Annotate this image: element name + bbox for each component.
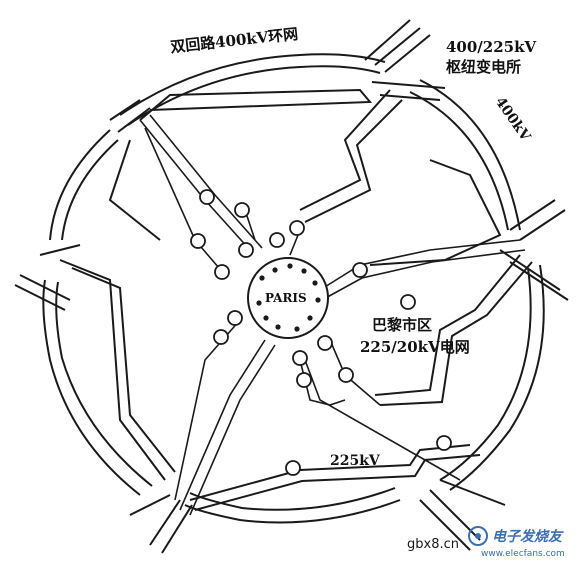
substation-ties bbox=[14, 19, 569, 554]
node bbox=[234, 202, 250, 218]
district-label-line2: 225/20kV电网 bbox=[360, 338, 470, 356]
node bbox=[317, 335, 333, 351]
node bbox=[292, 350, 308, 366]
watermark-brand: 电子发烧友 bbox=[492, 528, 564, 545]
ring-label: 双回路400kV环网 bbox=[169, 25, 299, 56]
city-dots bbox=[256, 263, 321, 332]
nodes bbox=[190, 189, 452, 476]
district-label-line1: 巴黎市区 bbox=[372, 316, 432, 334]
node bbox=[400, 294, 416, 310]
watermark: gbx8.cn 电子发烧友 www.elecfans.com bbox=[407, 526, 565, 559]
substation-label-line1: 400/225kV bbox=[446, 38, 536, 56]
watermark-url: www.elecfans.com bbox=[481, 549, 565, 559]
node bbox=[352, 262, 368, 278]
watermark-domain: gbx8.cn bbox=[407, 537, 459, 552]
node bbox=[296, 372, 312, 388]
city-label: PARIS bbox=[265, 291, 307, 305]
elecfans-logo-icon bbox=[468, 526, 488, 546]
node bbox=[338, 367, 354, 383]
node bbox=[227, 310, 243, 326]
voltage-400-label: 400kV bbox=[492, 94, 534, 145]
node bbox=[199, 189, 215, 205]
node bbox=[269, 232, 285, 248]
node bbox=[214, 264, 230, 280]
node bbox=[289, 220, 305, 236]
node bbox=[436, 435, 452, 451]
substation-label-line2: 枢纽变电所 bbox=[446, 58, 521, 76]
node bbox=[190, 233, 206, 249]
voltage-225-label: 225kV bbox=[330, 453, 381, 469]
inner-loop bbox=[59, 88, 533, 511]
node bbox=[285, 460, 301, 476]
node bbox=[213, 329, 229, 345]
node bbox=[238, 242, 254, 258]
radial-feeders bbox=[139, 114, 526, 516]
